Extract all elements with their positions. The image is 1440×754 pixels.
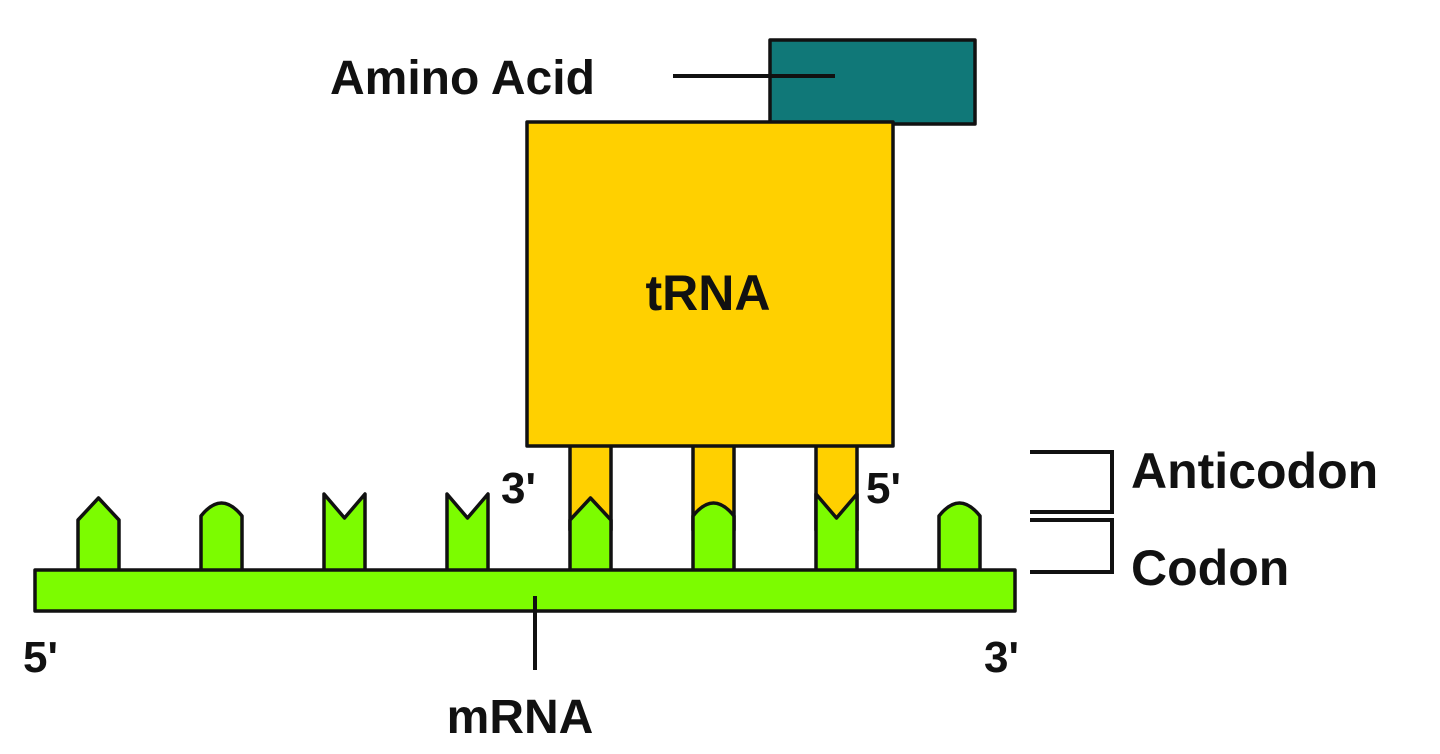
mrna-bases — [76, 492, 982, 574]
trna-5-prime-label: 5' — [866, 464, 901, 513]
trna-3-prime-label: 3' — [501, 464, 536, 513]
mrna-backbone — [33, 568, 1017, 613]
mrna-label: mRNA — [447, 691, 594, 744]
codon-bracket — [1030, 518, 1114, 574]
mrna-base-6 — [691, 501, 736, 574]
mrna-base-2 — [199, 501, 244, 574]
mrna-base-4 — [445, 492, 490, 574]
amino-acid-label: Amino Acid — [330, 52, 595, 105]
mrna-base-1 — [76, 496, 121, 574]
mrna-5-prime-label: 5' — [23, 633, 58, 682]
anticodon-bracket — [1030, 450, 1114, 514]
anticodon-label: Anticodon — [1131, 443, 1378, 499]
codon-label: Codon — [1131, 540, 1289, 596]
mrna-base-3 — [322, 492, 367, 574]
trna-body — [525, 120, 895, 448]
trna-label: tRNA — [646, 265, 771, 321]
amino-acid-block — [768, 38, 977, 126]
mrna-3-prime-label: 3' — [984, 633, 1019, 682]
mrna-base-8 — [937, 501, 982, 574]
